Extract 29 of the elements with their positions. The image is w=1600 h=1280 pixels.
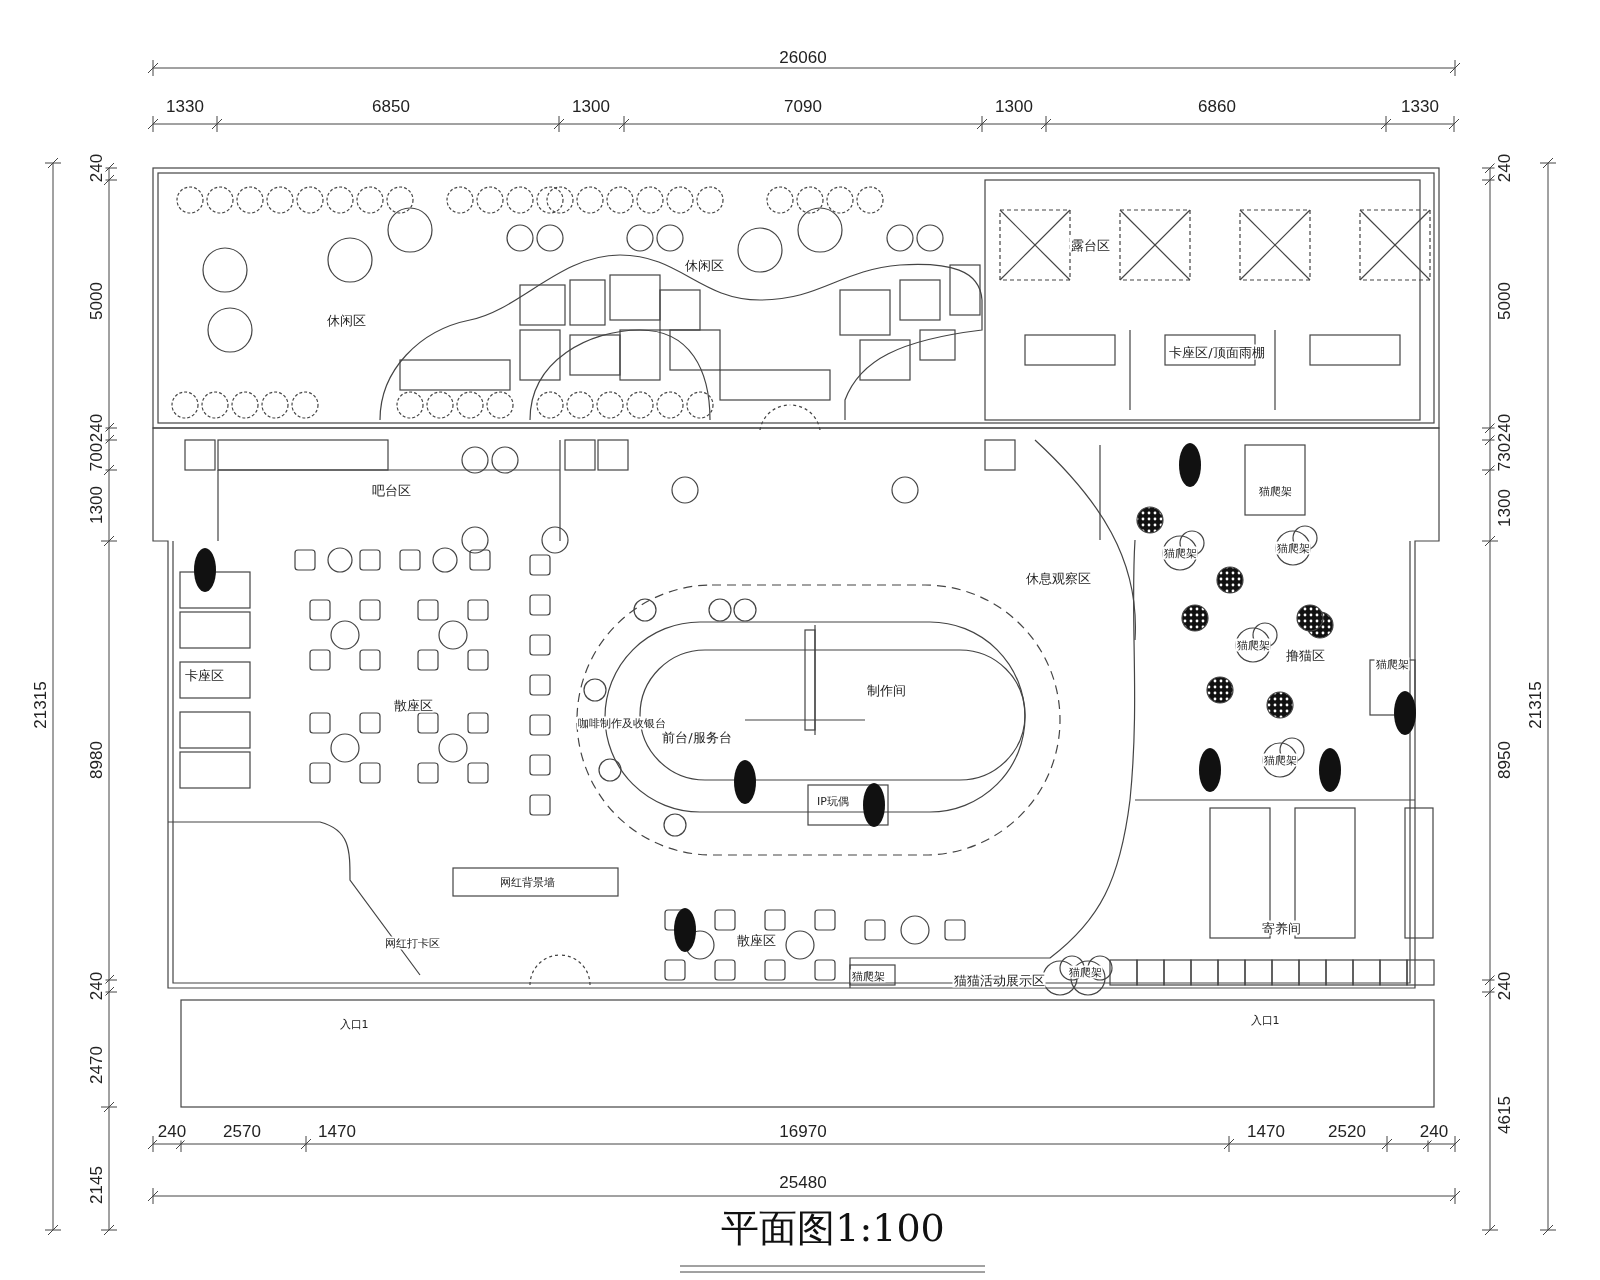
room-label: 卡座区/顶面雨棚 [1168, 344, 1266, 360]
room-label: 网红打卡区 [383, 936, 441, 950]
room-label: 前台/服务台 [661, 729, 733, 745]
furniture-label: 猫爬架 [1262, 753, 1298, 767]
room-label: 吧台区 [370, 482, 412, 498]
room-label: 休闲区 [683, 257, 725, 273]
furniture-label: 猫爬架 [1374, 657, 1410, 671]
furniture-label: 网红背景墙 [498, 875, 556, 889]
room-label: 散座区 [392, 697, 434, 713]
furniture-label: 猫爬架 [1275, 541, 1311, 555]
furniture-label: 猫爬架 [1257, 484, 1293, 498]
room-label: 入口1 [338, 1017, 370, 1031]
furniture-label: 猫爬架 [1162, 546, 1198, 560]
room-label: 撸猫区 [1284, 647, 1326, 663]
furniture-label: 猫爬架 [850, 969, 886, 983]
room-label: 休息观察区 [1024, 570, 1092, 586]
room-label: 寄养间 [1260, 920, 1302, 936]
room-label: 猫猫活动展示区 [952, 972, 1046, 988]
room-label: 露台区 [1069, 237, 1111, 253]
room-label: 休闲区 [325, 312, 367, 328]
furniture-label: 咖啡制作及收银台 [577, 716, 667, 730]
room-label: 散座区 [735, 932, 777, 948]
room-label: 制作间 [865, 682, 907, 698]
furniture-label: IP玩偶 [816, 794, 850, 808]
room-label: 入口1 [1249, 1013, 1281, 1027]
room-label: 卡座区 [183, 667, 225, 683]
title: 平面图1:100 [720, 1208, 946, 1248]
furniture-label: 猫爬架 [1235, 638, 1271, 652]
furniture-label: 猫爬架 [1067, 965, 1103, 979]
